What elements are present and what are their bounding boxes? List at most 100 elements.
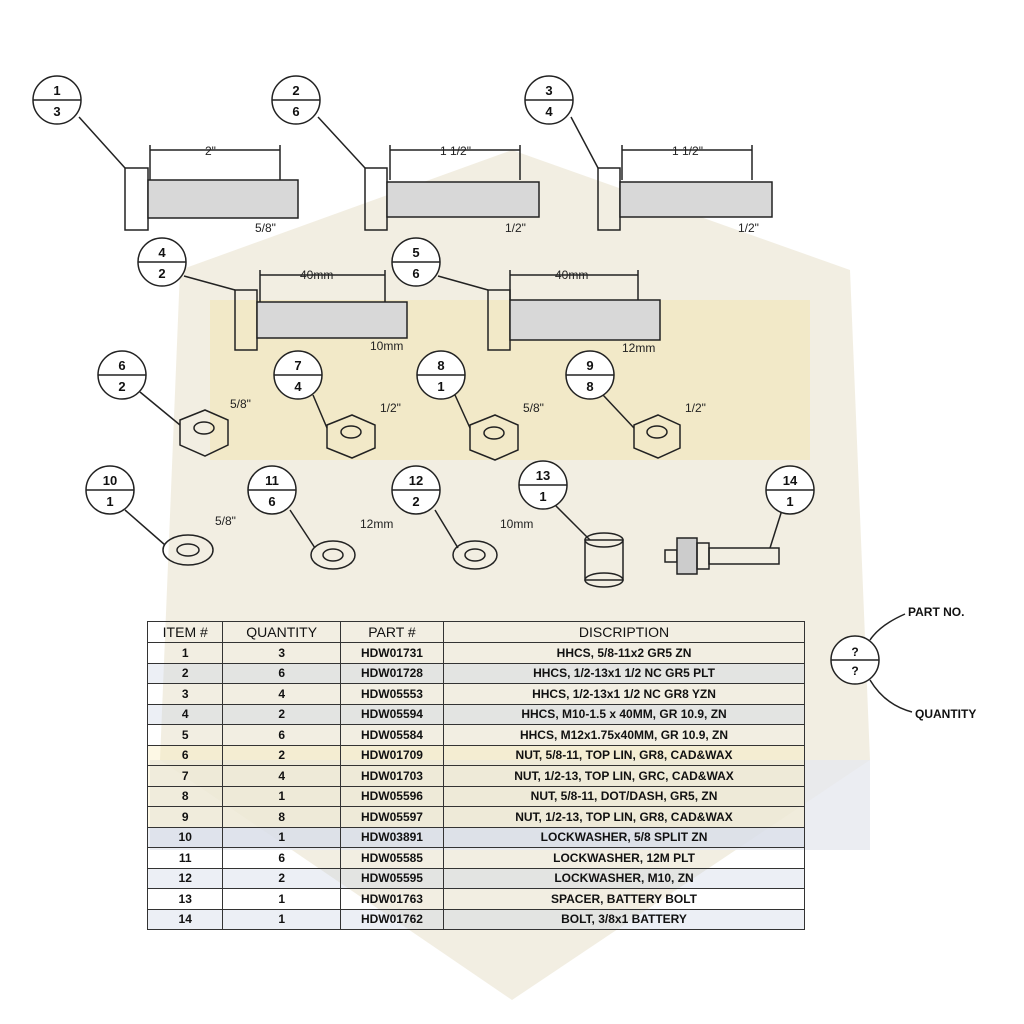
callout-quantity: 1 (106, 494, 113, 509)
callout-item-number: 6 (118, 358, 125, 373)
cell-description: NUT, 1/2-13, TOP LIN, GR8, CAD&WAX (443, 806, 805, 828)
callout-quantity: 1 (786, 494, 793, 509)
dim-w10: 5/8" (215, 514, 236, 528)
callout-item-10: 101 (85, 465, 135, 515)
cell-item: 7 (146, 765, 224, 787)
callout-item-14: 141 (765, 465, 815, 515)
cell-part-number: HDW01709 (339, 744, 445, 766)
cell-item: 3 (146, 683, 224, 705)
callout-item-2: 26 (271, 75, 321, 125)
callout-item-number: 9 (586, 358, 593, 373)
cell-item: 8 (146, 785, 224, 807)
dim-w12: 10mm (500, 517, 533, 531)
cell-part-number: HDW01763 (339, 888, 445, 910)
dim-b2-diameter: 1/2" (505, 221, 526, 235)
callout-item-number: 10 (103, 473, 117, 488)
cell-part-number: HDW05595 (339, 867, 445, 889)
cell-part-number: HDW01728 (339, 662, 445, 684)
washer-11-drawing (289, 509, 356, 570)
bolt-1-drawing (78, 116, 299, 231)
cell-item: 11 (146, 847, 224, 869)
callout-item-3: 34 (524, 75, 574, 125)
nut-8-drawing (454, 394, 519, 461)
callout-item-6: 62 (97, 350, 147, 400)
cell-description: NUT, 5/8-11, DOT/DASH, GR5, ZN (443, 785, 805, 807)
cell-part-number: HDW05596 (339, 785, 445, 807)
cell-item: 10 (146, 826, 224, 848)
callout-item-5: 56 (391, 237, 441, 287)
dim-w11: 12mm (360, 517, 393, 531)
cell-quantity: 8 (222, 806, 341, 828)
callout-item-number: 14 (783, 473, 798, 488)
cell-quantity: 1 (222, 908, 341, 930)
cell-quantity: 2 (222, 744, 341, 766)
cell-part-number: HDW05584 (339, 724, 445, 746)
callout-item-number: 11 (265, 473, 279, 488)
callout-quantity: 6 (292, 104, 299, 119)
cell-quantity: 6 (222, 662, 341, 684)
washer-10-drawing (124, 509, 214, 566)
cell-item: 13 (146, 888, 224, 910)
cell-quantity: 4 (222, 765, 341, 787)
cell-description: HHCS, 5/8-11x2 GR5 ZN (443, 642, 805, 664)
bolt-4-drawing (183, 270, 408, 351)
callout-item-number: 4 (158, 245, 166, 260)
callout-quantity: 4 (294, 379, 302, 394)
header-part: PART # (339, 621, 445, 643)
cell-item: 1 (146, 642, 224, 664)
cell-part-number: HDW01703 (339, 765, 445, 787)
cell-quantity: 1 (222, 888, 341, 910)
cell-quantity: 2 (222, 867, 341, 889)
bolt-3-drawing (570, 116, 773, 231)
callout-quantity: 2 (158, 266, 165, 281)
callout-quantity: 1 (539, 489, 546, 504)
cell-quantity: 1 (222, 785, 341, 807)
cell-description: HHCS, M12x1.75x40MM, GR 10.9, ZN (443, 724, 805, 746)
dim-b2-length: 1 1/2" (440, 144, 471, 158)
cell-item: 14 (146, 908, 224, 930)
dim-b3-length: 1 1/2" (672, 144, 703, 158)
dim-n8: 5/8" (523, 401, 544, 415)
dim-n6: 5/8" (230, 397, 251, 411)
cell-part-number: HDW03891 (339, 826, 445, 848)
dim-b4-diameter: 10mm (370, 339, 403, 353)
callout-item-number: 2 (292, 83, 299, 98)
cell-part-number: HDW01731 (339, 642, 445, 664)
legend-qty-symbol: ? (851, 664, 858, 678)
battery-bolt-14-drawing (664, 509, 783, 575)
cell-description: LOCKWASHER, 5/8 SPLIT ZN (443, 826, 805, 848)
cell-description: HHCS, 1/2-13x1 1/2 NC GR8 YZN (443, 683, 805, 705)
cell-quantity: 1 (222, 826, 341, 848)
cell-part-number: HDW05597 (339, 806, 445, 828)
legend-part-symbol: ? (851, 645, 858, 659)
callout-quantity: 2 (412, 494, 419, 509)
cell-quantity: 3 (222, 642, 341, 664)
callout-item-number: 7 (294, 358, 301, 373)
cell-part-number: HDW05553 (339, 683, 445, 705)
callout-item-1: 13 (32, 75, 82, 125)
cell-description: HHCS, 1/2-13x1 1/2 NC GR5 PLT (443, 662, 805, 684)
cell-description: NUT, 5/8-11, TOP LIN, GR8, CAD&WAX (443, 744, 805, 766)
dim-b5-length: 40mm (555, 268, 588, 282)
nut-7-drawing (312, 394, 376, 459)
dim-b1-diameter: 5/8" (255, 221, 276, 235)
cell-description: BOLT, 3/8x1 BATTERY (443, 908, 805, 930)
cell-item: 5 (146, 724, 224, 746)
nut-9-drawing (602, 394, 681, 459)
legend-part-label: PART NO. (908, 605, 964, 619)
